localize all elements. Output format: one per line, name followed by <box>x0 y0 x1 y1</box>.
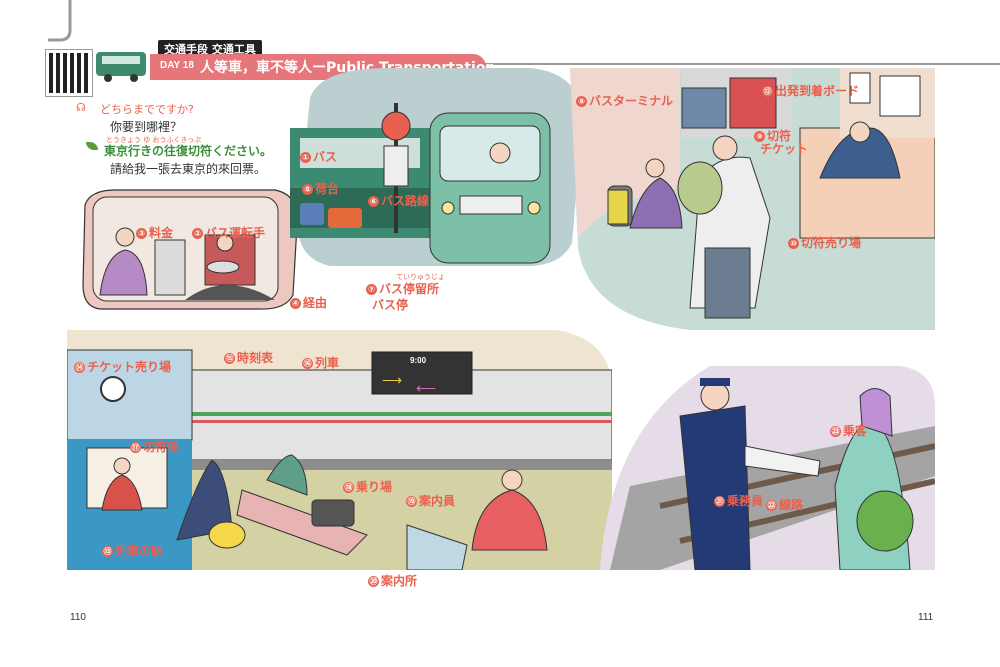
bus-stop-ruby: ていりゅうじょ <box>396 273 445 281</box>
departure-board-arrows2: ⟵ <box>416 380 437 396</box>
qr-code[interactable] <box>45 49 93 97</box>
page-number-right: 111 <box>918 612 934 623</box>
clock-icon <box>100 376 126 402</box>
platform-illustration <box>600 366 935 570</box>
leaf-icon <box>86 142 98 150</box>
label-ticket: チケット <box>760 142 809 156</box>
bus-illustration <box>290 68 583 267</box>
label-bus-stop-alt: バス停 <box>372 298 409 312</box>
chapter-tag: 交通手段 交通工具 <box>158 40 262 58</box>
train-station-illustration <box>67 330 612 570</box>
departure-board-time: 9:00 <box>410 356 427 365</box>
header-decoration <box>48 0 1000 65</box>
speaker-icon: ☊ <box>76 102 86 114</box>
departure-board-arrows: ⟶ <box>382 372 403 388</box>
dialogue-line2-zh: 請給我一張去東京的來回票。 <box>110 162 267 176</box>
dialogue-line1-jp: どちらまでですか? <box>100 103 194 116</box>
bus-interior-illustration <box>82 189 298 310</box>
dialogue-line2-ruby: とうきょう ゆ おうふくきっぷ <box>106 136 202 144</box>
dialogue-line1-zh: 你要到哪裡？ <box>110 120 183 134</box>
dialogue-line2-jp: 東京行きの往復切符ください。 <box>104 144 273 158</box>
day-label: DAY 18 <box>160 60 194 71</box>
bus-terminal-illustration <box>570 68 935 330</box>
chapter-ruby: こうつうしゅだん <box>166 35 222 43</box>
bus-logo-icon <box>96 52 146 82</box>
page-number-left: 110 <box>70 612 86 623</box>
